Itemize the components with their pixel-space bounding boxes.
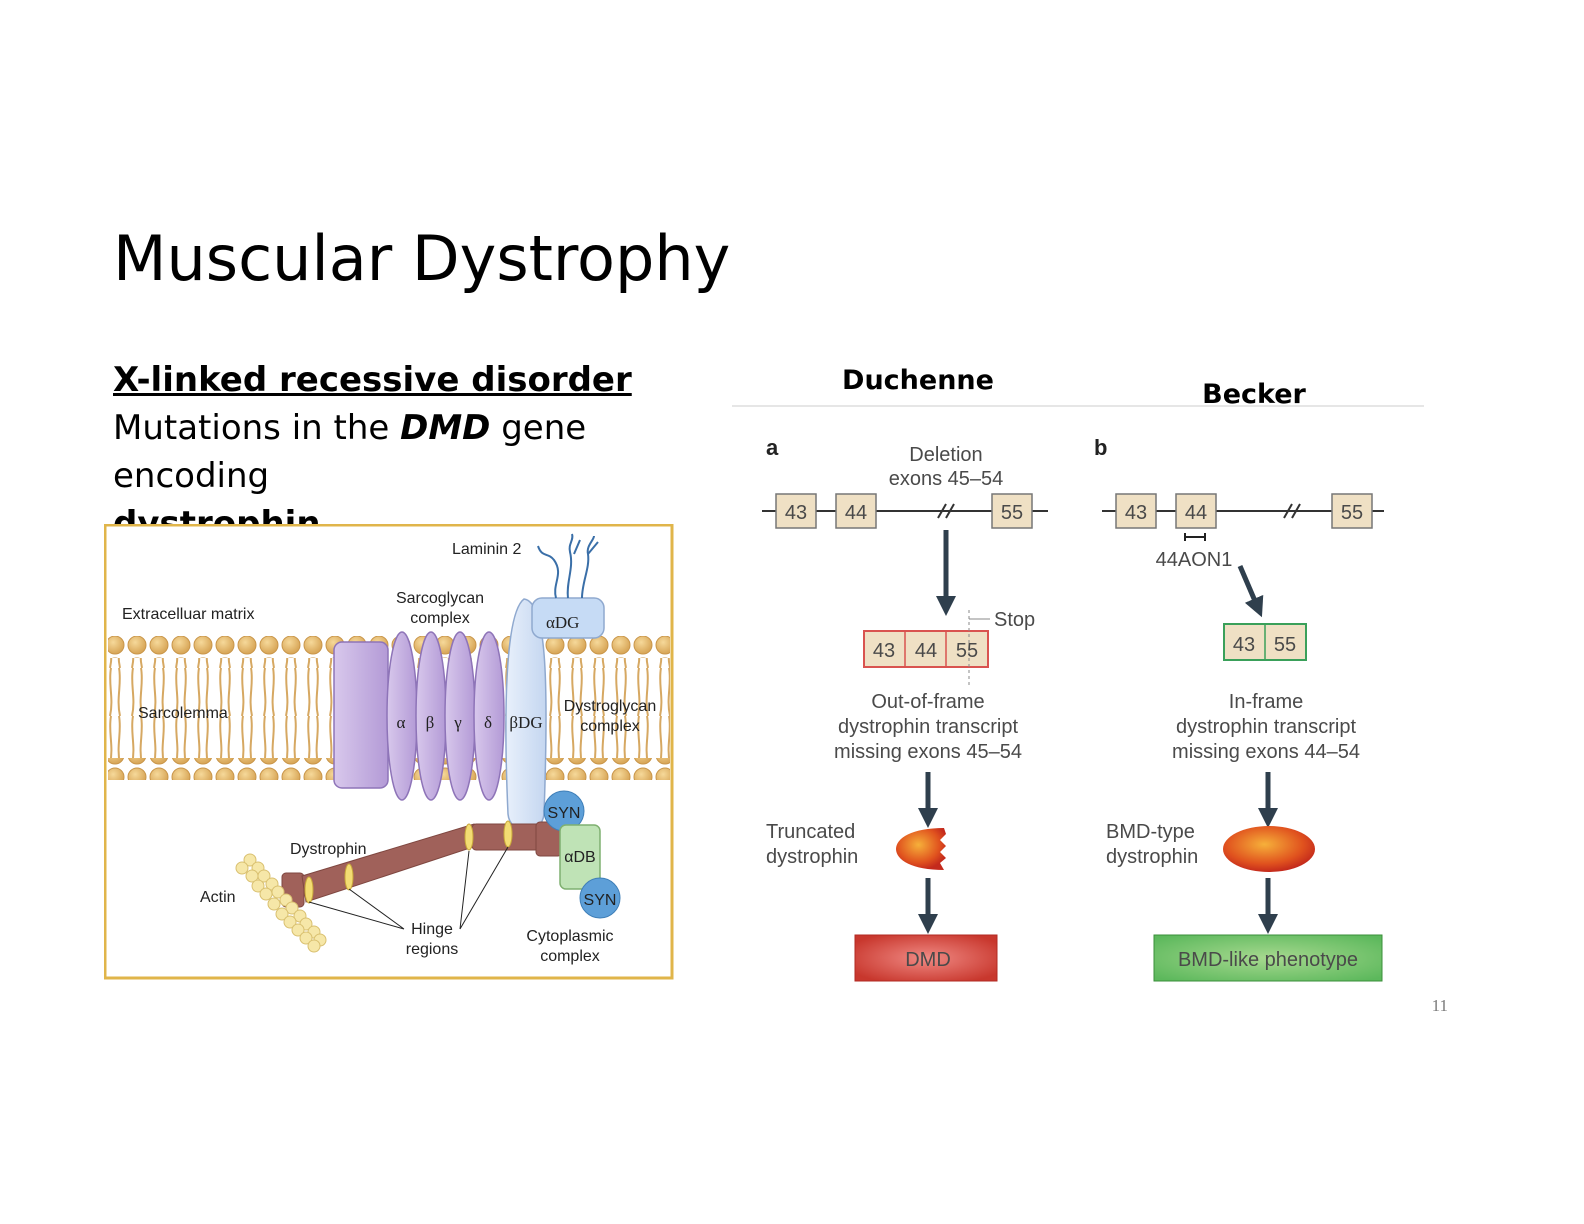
dystrophin-complex-figure: Laminin 2 Extracelluar matrix Sarcoglyca… bbox=[104, 524, 674, 980]
bmd-dystrophin-shape bbox=[1223, 826, 1315, 872]
duchenne-title: Duchenne bbox=[842, 365, 994, 396]
transcript-b: 43 55 bbox=[1223, 623, 1307, 661]
out-frame-line-2: dystrophin transcript bbox=[838, 716, 1019, 738]
label-hinge-1: Hinge bbox=[411, 921, 453, 938]
stop-label: Stop bbox=[994, 609, 1035, 631]
label-alpha-dg: αDG bbox=[546, 613, 579, 632]
page-number: 11 bbox=[1431, 996, 1448, 1015]
label-sarcoglycan-1: Sarcoglycan bbox=[396, 590, 484, 607]
label-laminin: Laminin 2 bbox=[452, 541, 521, 558]
label-delta: δ bbox=[484, 713, 492, 732]
label-cytoplasmic-2: complex bbox=[540, 948, 600, 965]
bmd-label: BMD-like phenotype bbox=[1178, 949, 1358, 971]
exon-55-b: 55 bbox=[1341, 502, 1363, 524]
label-beta-dg: βDG bbox=[509, 713, 542, 732]
truncated-line-2: dystrophin bbox=[766, 846, 858, 868]
label-gamma: γ bbox=[453, 713, 462, 732]
deletion-line-2: exons 45–54 bbox=[889, 468, 1004, 490]
gene-a: 43 44 55 bbox=[762, 493, 1048, 529]
truncated-line-1: Truncated bbox=[766, 821, 855, 843]
panel-b-label: b bbox=[1094, 435, 1107, 460]
label-alpha: α bbox=[397, 713, 406, 732]
slide-body: X-linked recessive disorder Mutations in… bbox=[113, 356, 753, 548]
exon-43-transcript-b: 43 bbox=[1233, 634, 1255, 656]
laminin-strands bbox=[537, 533, 599, 599]
transcript-a: 43 44 55 Stop bbox=[863, 609, 1035, 688]
label-syn-top: SYN bbox=[548, 805, 581, 822]
label-dystroglycan-1: Dystroglycan bbox=[564, 698, 656, 715]
exon-55-a: 55 bbox=[1001, 502, 1023, 524]
gene-b: 43 44 55 44AON1 bbox=[1102, 493, 1384, 571]
exon-43-transcript-a: 43 bbox=[873, 640, 895, 662]
bmd-box bbox=[1153, 934, 1383, 982]
alpha-db-shape bbox=[559, 824, 601, 890]
mutation-prefix: Mutations in the bbox=[113, 408, 401, 448]
slide-title: Muscular Dystrophy bbox=[113, 222, 731, 295]
exon-55-transcript-a: 55 bbox=[956, 640, 978, 662]
duchenne-becker-figure: Duchenne Becker a b Deletion exons 45–54… bbox=[732, 365, 1424, 982]
label-dystroglycan-2: complex bbox=[580, 718, 640, 735]
exon-44-transcript-a: 44 bbox=[915, 640, 937, 662]
label-beta: β bbox=[426, 713, 435, 732]
out-frame-line-1: Out-of-frame bbox=[871, 691, 984, 713]
exon-55-transcript-b: 55 bbox=[1274, 634, 1296, 656]
exon-44-b: 44 bbox=[1185, 502, 1207, 524]
out-frame-line-3: missing exons 45–54 bbox=[834, 741, 1022, 763]
mutation-line: Mutations in the DMD gene encoding bbox=[113, 404, 753, 500]
truncated-dystrophin-shape bbox=[896, 828, 946, 870]
exon-43-b: 43 bbox=[1125, 502, 1147, 524]
label-alpha-db: αDB bbox=[564, 849, 595, 866]
exon-43-a: 43 bbox=[785, 502, 807, 524]
syn-bottom-shape bbox=[579, 877, 621, 919]
gene-name: DMD bbox=[400, 408, 491, 448]
label-dystrophin: Dystrophin bbox=[290, 841, 366, 858]
aon-label: 44AON1 bbox=[1156, 549, 1233, 571]
bmd-type-line-2: dystrophin bbox=[1106, 846, 1198, 868]
label-sarcolemma: Sarcolemma bbox=[138, 705, 228, 722]
exon-44-a: 44 bbox=[845, 502, 867, 524]
dmd-box bbox=[854, 934, 998, 982]
dmd-label: DMD bbox=[905, 949, 951, 971]
arrow-b-1 bbox=[1237, 565, 1264, 618]
label-syn-bottom: SYN bbox=[584, 892, 617, 909]
bmd-type-line-1: BMD-type bbox=[1106, 821, 1195, 843]
becker-title: Becker bbox=[1202, 379, 1306, 410]
in-frame-line-1: In-frame bbox=[1229, 691, 1303, 713]
hinge-pointer-lines bbox=[308, 846, 509, 930]
deletion-line-1: Deletion bbox=[909, 444, 982, 466]
label-sarcoglycan-2: complex bbox=[410, 610, 470, 627]
label-actin: Actin bbox=[200, 889, 236, 906]
panel-a-label: a bbox=[766, 435, 779, 460]
transmembrane-block bbox=[333, 641, 389, 789]
label-cytoplasmic-1: Cytoplasmic bbox=[526, 928, 613, 945]
label-hinge-2: regions bbox=[406, 941, 458, 958]
in-frame-line-3: missing exons 44–54 bbox=[1172, 741, 1360, 763]
mutation-suffix: gene encoding bbox=[113, 408, 587, 496]
heading-x-linked: X-linked recessive disorder bbox=[113, 360, 632, 400]
actin-filament bbox=[235, 853, 327, 953]
in-frame-line-2: dystrophin transcript bbox=[1176, 716, 1357, 738]
sarcoglycan-ellipses bbox=[386, 631, 505, 801]
label-extracellular: Extracelluar matrix bbox=[122, 606, 254, 623]
